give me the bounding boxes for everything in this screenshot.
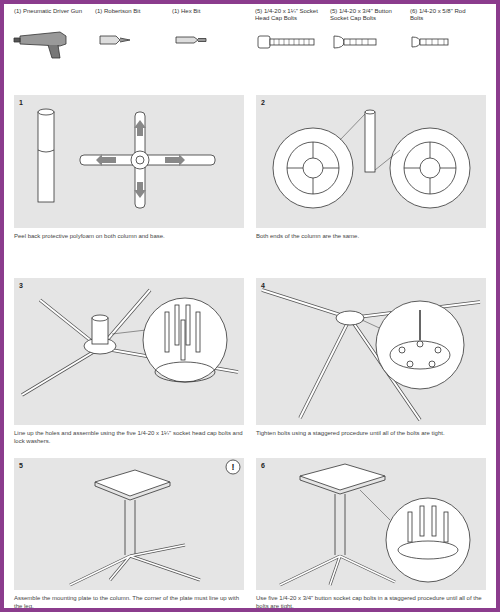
step-number: 1 — [19, 99, 23, 106]
step-caption: Use five 1/4-20 x 3/4" button socket cap… — [256, 594, 486, 610]
step-number: 2 — [261, 99, 265, 106]
base-tightening — [262, 290, 480, 420]
part-label: (5) 1/4-20 x 3/4" Button Socket Cap Bolt… — [330, 8, 396, 22]
tool-icons — [14, 32, 448, 58]
plate-bolting — [280, 464, 470, 585]
step-number: 4 — [261, 282, 265, 289]
panel-ground — [14, 95, 486, 590]
step-panel: 1Peel back protective polyfoam on both c… — [14, 95, 244, 228]
step-panel: 4Tighten bolts using a staggered procedu… — [256, 278, 486, 425]
step-number: 5 — [19, 462, 23, 469]
step-panel: 5Assemble the mounting plate to the colu… — [14, 458, 244, 590]
step-caption: Line up the holes and assemble using the… — [14, 429, 244, 445]
plate-assembly — [70, 460, 240, 585]
step-caption: Both ends of the column are the same. — [256, 232, 486, 240]
step-caption: Peel back protective polyfoam on both co… — [14, 232, 244, 240]
column-and-base — [38, 109, 215, 208]
part-label: (1) Robertson Bit — [95, 8, 167, 15]
step-caption: Assemble the mounting plate to the colum… — [14, 594, 244, 610]
part-label: (1) Pneumatic Driver Gun — [14, 8, 94, 15]
column-ends — [273, 110, 470, 208]
warning-mark: ! — [226, 460, 240, 474]
part-label: (6) 1/4-20 x 5/8" Rod Bolts — [410, 8, 476, 22]
base-with-bolts — [22, 290, 238, 395]
step-panel: 6Use five 1/4-20 x 3/4" button socket ca… — [256, 458, 486, 590]
step-number: 6 — [261, 462, 265, 469]
step-caption: Tighten bolts using a staggered procedur… — [256, 429, 486, 437]
warning-circle — [226, 460, 240, 474]
step-number: 3 — [19, 282, 23, 289]
step-panel: 3Line up the holes and assemble using th… — [14, 278, 244, 425]
part-label: (5) 1/4-20 x 1¼" Socket Head Cap Bolts — [255, 8, 321, 22]
step-panel: 2Both ends of the column are the same. — [256, 95, 486, 228]
illustration — [4, 4, 496, 608]
part-label: (1) Hex Bit — [172, 8, 232, 15]
